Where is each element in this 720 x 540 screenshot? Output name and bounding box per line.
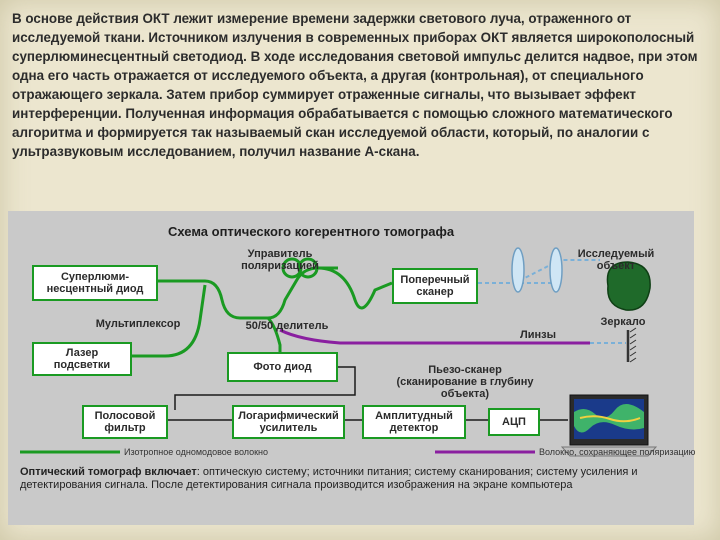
pol-loop-1 (281, 257, 303, 279)
fiber-splitter-pol (267, 266, 338, 320)
bandpass-filter-box: Полосовой фильтр (82, 405, 168, 439)
object-label: Исследуемый объект (577, 248, 655, 272)
multiplexer-label: Мультиплексор (95, 318, 181, 330)
photo-diode-box: Фото диод (227, 352, 338, 382)
footer-rest: : оптическую систему; источники питания;… (20, 466, 638, 491)
laser-box: Лазер подсветки (32, 342, 132, 376)
coupler-mux (204, 279, 241, 320)
transverse-scanner-box: Поперечный сканер (392, 268, 478, 304)
adc-box: АЦП (488, 408, 540, 436)
fiber-laser-mux (132, 284, 207, 358)
amplitude-detector-box: Амплитудный детектор (362, 405, 466, 439)
diagram-title: Схема оптического когерентного томографа (168, 224, 455, 239)
fiber-splitter-photo (266, 316, 282, 360)
beam-object (478, 259, 600, 284)
scan-image-hot (579, 415, 641, 423)
signal-photo-bandpass (174, 366, 356, 410)
mirror-hatch (629, 327, 637, 363)
log-amplifier-box: Логарифмический усилитель (232, 405, 345, 439)
fiber-splitter-piezo (279, 328, 590, 345)
mirror-label: Зеркало (600, 316, 646, 328)
lens-1 (511, 247, 525, 293)
splitter-label: 50/50 делитель (245, 320, 329, 332)
object-shape (606, 261, 651, 311)
lenses-label: Линзы (520, 329, 556, 341)
intro-paragraph: В основе действия ОКТ лежит измерение вр… (12, 11, 698, 159)
legend-polarizing: Волокно, сохраняющее поляризацию (539, 447, 696, 457)
footer-text: Оптический томограф включает: оптическую… (20, 466, 660, 492)
piezo-label: Пьезо-сканер (сканирование в глубину объ… (396, 364, 534, 400)
laptop-base (560, 446, 658, 457)
lens-2 (549, 247, 563, 293)
footer-lead: Оптический томограф включает (20, 466, 197, 478)
sld-box: Суперлюми- несцентный диод (32, 265, 158, 301)
legend-isotropic: Изотропное одномодовое волокно (124, 447, 269, 457)
fiber-pol-scanner (317, 266, 393, 310)
pol-controller-label: Управитель поляризацией (241, 248, 319, 272)
pol-loop-2 (297, 257, 319, 279)
